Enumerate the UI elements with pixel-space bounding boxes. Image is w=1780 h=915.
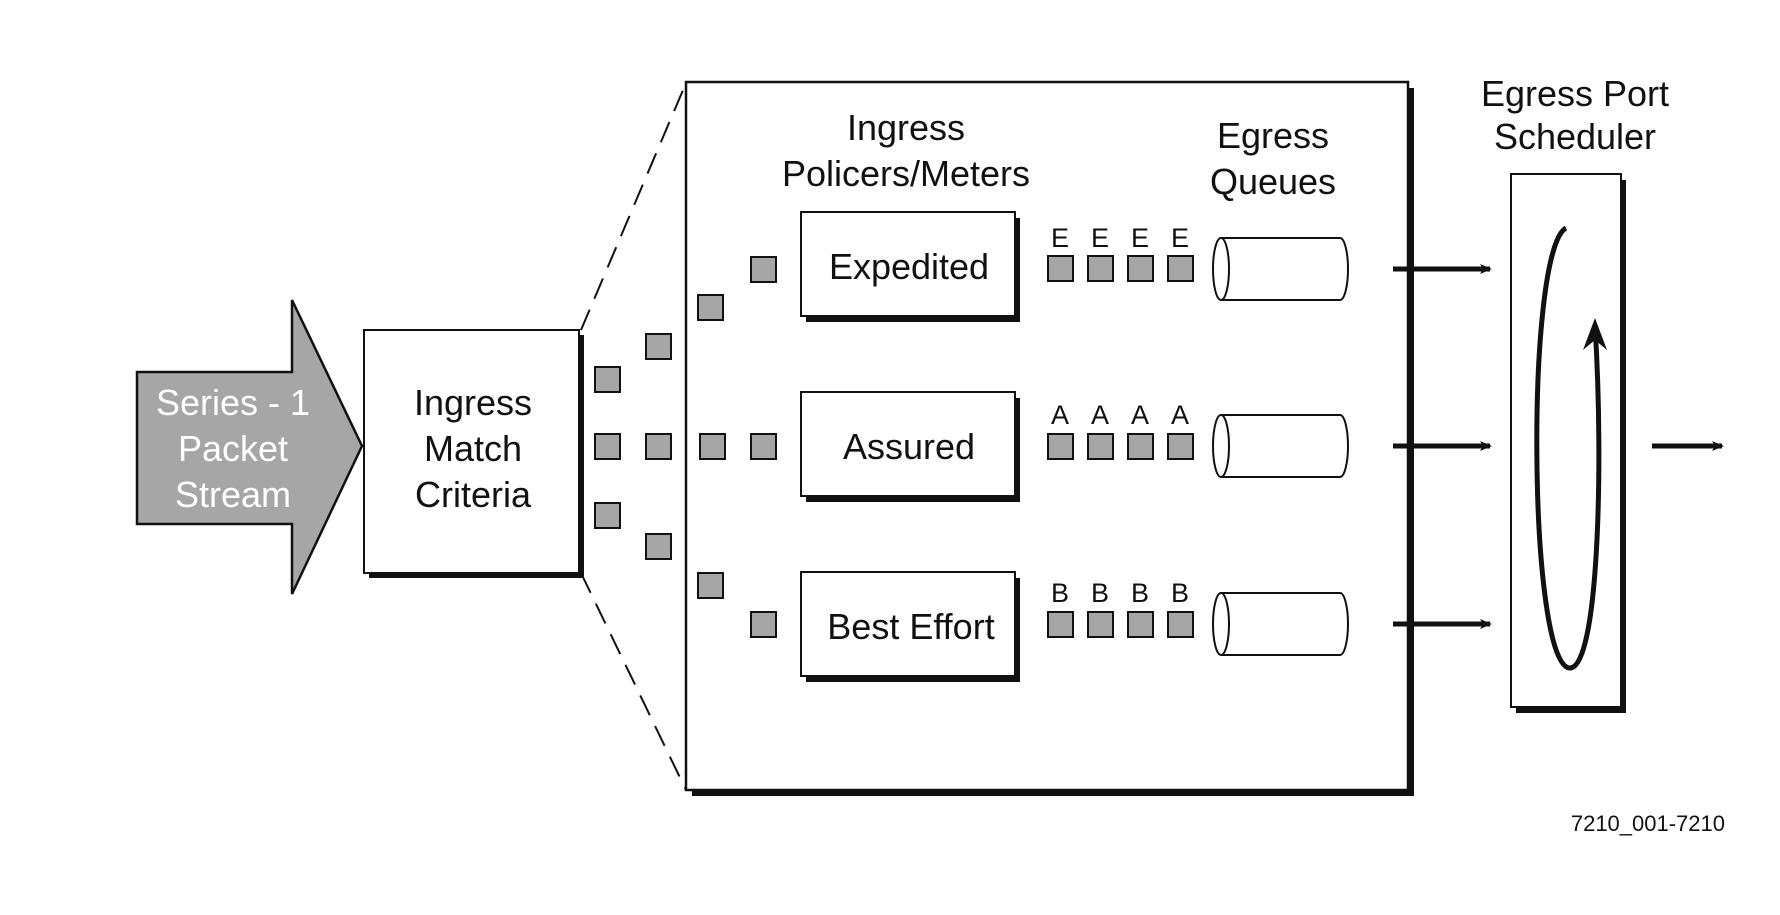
packet	[594, 366, 621, 393]
egress-port-scheduler	[1510, 173, 1626, 713]
stream-label-line1: Series - 1	[156, 382, 310, 423]
policers-title-line2: Policers/Meters	[782, 153, 1030, 194]
scheduler-title-line1: Egress Port	[1481, 73, 1669, 114]
match-label-line1: Ingress	[414, 382, 532, 423]
queues-title-line1: Egress	[1217, 115, 1329, 156]
packet-label-b: B	[1171, 578, 1189, 608]
packet-label-e: E	[1171, 223, 1189, 253]
packet-label-e: E	[1091, 223, 1109, 253]
ingress-match-criteria-box: Ingress Match Criteria	[363, 329, 584, 578]
policer-expedited-label: Expedited	[829, 246, 989, 287]
packet	[697, 294, 724, 321]
packet	[697, 572, 724, 599]
stream-label-line2: Packet	[178, 428, 288, 469]
rotation-loop	[1534, 225, 1602, 671]
match-label-line3: Criteria	[415, 474, 532, 515]
packet-label-b: B	[1091, 578, 1109, 608]
packet-label-b: B	[1131, 578, 1149, 608]
packet	[1127, 611, 1154, 638]
packet	[750, 433, 777, 460]
match-label-line2: Match	[424, 428, 522, 469]
queue-cylinder-assured	[1212, 414, 1349, 478]
packet	[1167, 433, 1194, 460]
policer-assured-label: Assured	[843, 426, 975, 467]
packet	[1167, 611, 1194, 638]
queue-cylinder-expedited	[1212, 237, 1349, 301]
packet-label-e: E	[1051, 223, 1069, 253]
packet	[1087, 433, 1114, 460]
packet	[1167, 255, 1194, 282]
policer-best-effort: Best Effort	[800, 571, 1020, 682]
packet	[1127, 433, 1154, 460]
packet-label-b: B	[1051, 578, 1069, 608]
figure-id: 7210_001-7210	[1571, 811, 1725, 836]
packet	[594, 433, 621, 460]
packet	[594, 502, 621, 529]
packet	[1087, 255, 1114, 282]
packet-stream-arrow: Series - 1 Packet Stream	[135, 299, 364, 595]
zoom-line-bottom	[580, 572, 687, 791]
packet	[750, 611, 777, 638]
policers-title-line1: Ingress	[847, 107, 965, 148]
scheduler-title-line2: Scheduler	[1494, 116, 1656, 157]
packet-label-a: A	[1171, 400, 1189, 430]
rotation-arrowhead	[1583, 318, 1607, 350]
policer-expedited: Expedited	[800, 211, 1020, 322]
packet	[1087, 611, 1114, 638]
packet	[1127, 255, 1154, 282]
packet	[645, 533, 672, 560]
packet	[1047, 611, 1074, 638]
expedited-packets: E E E E	[1047, 223, 1194, 282]
policer-assured: Assured	[800, 391, 1020, 502]
policer-best-effort-label: Best Effort	[827, 606, 994, 647]
zoom-line-top	[580, 82, 687, 331]
packet	[750, 256, 777, 283]
packet-label-a: A	[1091, 400, 1109, 430]
packet	[1047, 255, 1074, 282]
packet	[699, 433, 726, 460]
packet-label-a: A	[1051, 400, 1069, 430]
fanout-packets	[594, 256, 777, 638]
packet-label-a: A	[1131, 400, 1149, 430]
packet-label-e: E	[1131, 223, 1149, 253]
queues-title-line2: Queues	[1210, 161, 1336, 202]
stream-label-line3: Stream	[175, 474, 291, 515]
packet	[645, 333, 672, 360]
assured-packets: A A A A	[1047, 400, 1194, 460]
packet	[1047, 433, 1074, 460]
queue-cylinder-best-effort	[1212, 592, 1349, 656]
packet	[645, 433, 672, 460]
best-effort-packets: B B B B	[1047, 578, 1194, 638]
